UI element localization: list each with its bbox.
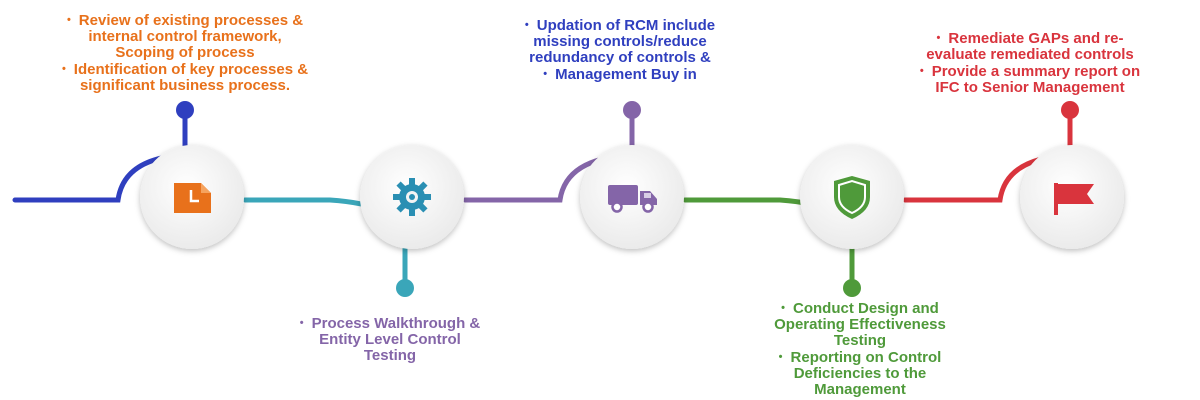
bullet-line: •Process Walkthrough &: [299, 315, 481, 332]
bullet-line: •Provide a summary report on: [919, 63, 1141, 80]
bullet-line: •Conduct Design and: [781, 300, 939, 317]
pin-step4: [843, 279, 861, 297]
bullet-dot-icon: •: [524, 19, 529, 31]
pin-step1: [176, 101, 194, 119]
step-1-text: •Review of existing processes &internal …: [10, 12, 360, 94]
step-3-bullet-2: •Management Buy in: [470, 66, 770, 83]
bullet-dot-icon: •: [778, 351, 783, 363]
bullet-dot-icon: •: [781, 302, 785, 314]
step-1-bullet-1: •Review of existing processes &internal …: [10, 12, 360, 61]
bullet-line: •Identification of key processes &: [61, 61, 309, 78]
document-icon: [174, 183, 211, 213]
flag-icon: [1054, 183, 1094, 215]
step-3-node: [580, 145, 684, 249]
pin-step2: [396, 279, 414, 297]
pin-step5: [1061, 101, 1079, 119]
bullet-line: Operating Effectiveness: [774, 316, 946, 333]
bullet-line: redundancy of controls &: [529, 49, 711, 66]
bullet-line: Management: [814, 381, 906, 398]
bullet-line: •Management Buy in: [543, 66, 697, 83]
step-1-node: [140, 145, 244, 249]
pin-step3: [623, 101, 641, 119]
bullet-line: evaluate remediated controls: [926, 46, 1134, 63]
step-5-node: [1020, 145, 1124, 249]
bullet-dot-icon: •: [919, 65, 924, 77]
bullet-dot-icon: •: [936, 32, 941, 44]
step-4-node: [800, 145, 904, 249]
step-5-bullet-1: •Remediate GAPs and re-evaluate remediat…: [865, 30, 1195, 63]
bullet-line: Testing: [833, 332, 887, 349]
bullet-dot-icon: •: [61, 63, 66, 75]
bullet-dot-icon: •: [66, 14, 71, 26]
bullet-line: •Remediate GAPs and re-: [936, 30, 1124, 47]
bullet-dot-icon: •: [543, 68, 548, 80]
step-2-node: [360, 145, 464, 249]
bullet-line: internal control framework,: [88, 28, 282, 45]
step-2-text: •Process Walkthrough &Entity Level Contr…: [250, 315, 530, 364]
bullet-line: •Reporting on Control: [778, 349, 942, 366]
step-2-bullet-1: •Process Walkthrough &Entity Level Contr…: [250, 315, 530, 364]
step-5-text: •Remediate GAPs and re-evaluate remediat…: [865, 30, 1195, 96]
bullet-line: IFC to Senior Management: [935, 79, 1125, 96]
bullet-line: significant business process.: [79, 77, 291, 94]
bullet-line: missing controls/reduce: [533, 33, 707, 50]
step-1-bullet-2: •Identification of key processes &signif…: [10, 61, 360, 94]
shield-icon: [834, 176, 870, 219]
gear-icon: [393, 178, 431, 216]
bullet-dot-icon: •: [299, 317, 304, 329]
bullet-line: Scoping of process: [115, 44, 255, 61]
bullet-line: •Review of existing processes &: [66, 12, 304, 29]
bullet-line: Entity Level Control: [319, 331, 461, 348]
bullet-line: Deficiencies to the: [793, 365, 927, 382]
bullet-line: Testing: [363, 347, 417, 364]
bullet-line: •Updation of RCM include: [524, 17, 716, 34]
truck-icon: [608, 185, 657, 213]
